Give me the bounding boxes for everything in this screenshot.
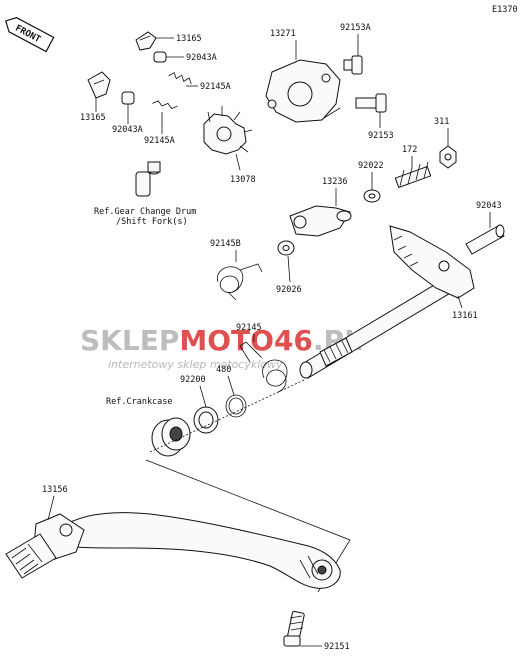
part-92153-bolt: [355, 93, 387, 113]
label-13161: 13161: [452, 311, 478, 321]
part-13236-arm: [289, 205, 352, 237]
label-92145A-left: 92145A: [144, 136, 175, 146]
ref-crankcase: Ref.Crankcase: [106, 397, 173, 407]
label-13156: 13156: [42, 485, 68, 495]
part-oil-seal: [151, 417, 191, 457]
front-arrow-icon: FRONT: [4, 17, 55, 53]
part-92145-spring: [239, 341, 288, 393]
label-92145A-top: 92145A: [200, 82, 231, 92]
watermark-part1: SKLEP: [80, 324, 179, 357]
label-92151: 92151: [324, 642, 350, 652]
label-92043: 92043: [476, 201, 502, 211]
label-13078: 13078: [230, 175, 256, 185]
label-92145B: 92145B: [210, 239, 241, 249]
diagram-code: E1370: [492, 5, 518, 15]
label-311: 311: [434, 117, 449, 127]
label-92026: 92026: [276, 285, 302, 295]
part-480-circlip: [225, 394, 247, 418]
label-92153A: 92153A: [340, 23, 371, 33]
part-92153A-bolt: [343, 55, 363, 75]
label-172: 172: [402, 145, 417, 155]
label-92022: 92022: [358, 161, 384, 171]
part-13161-shift-shaft: [299, 225, 475, 379]
label-92043A-left: 92043A: [112, 125, 143, 135]
part-311-nut: [439, 145, 457, 169]
part-92145A-spring-top: [168, 71, 192, 85]
part-92026-collar: [277, 240, 295, 256]
label-92145: 92145: [236, 323, 262, 333]
part-gear-drum-pin: [135, 161, 161, 197]
part-13078-gear: [203, 106, 253, 155]
ref-shift-forks: /Shift Fork(s): [116, 217, 188, 227]
part-92145B-spring: [216, 263, 263, 301]
part-13165-clip-top: [135, 31, 157, 51]
ref-gear-change-drum: Ref.Gear Change Drum: [94, 207, 196, 217]
part-13271-plate: [265, 59, 341, 123]
part-13165-clip-left: [87, 71, 111, 99]
watermark-part2: MOTO: [179, 324, 274, 357]
watermark-part3: 46: [274, 324, 313, 357]
label-92043A-top: 92043A: [186, 53, 217, 63]
label-480: 480: [216, 365, 231, 375]
label-13165-top: 13165: [176, 34, 202, 44]
label-13165-left: 13165: [80, 113, 106, 123]
part-92200-washer: [193, 406, 219, 434]
part-92022-washer: [363, 189, 381, 203]
watermark-tagline: internetowy sklep motocyklowy: [108, 358, 283, 371]
part-92043A-pin-top: [153, 51, 167, 63]
part-92043A-pin-left: [121, 91, 135, 105]
part-92145A-spring-left: [152, 100, 178, 110]
part-92043-pin: [465, 224, 505, 255]
part-172-stud: [394, 161, 432, 189]
label-13236: 13236: [322, 177, 348, 187]
part-13156-shift-pedal: [5, 512, 341, 589]
label-13271: 13271: [270, 29, 296, 39]
part-92151-bolt: [283, 610, 305, 647]
label-92153: 92153: [368, 131, 394, 141]
label-92200: 92200: [180, 375, 206, 385]
